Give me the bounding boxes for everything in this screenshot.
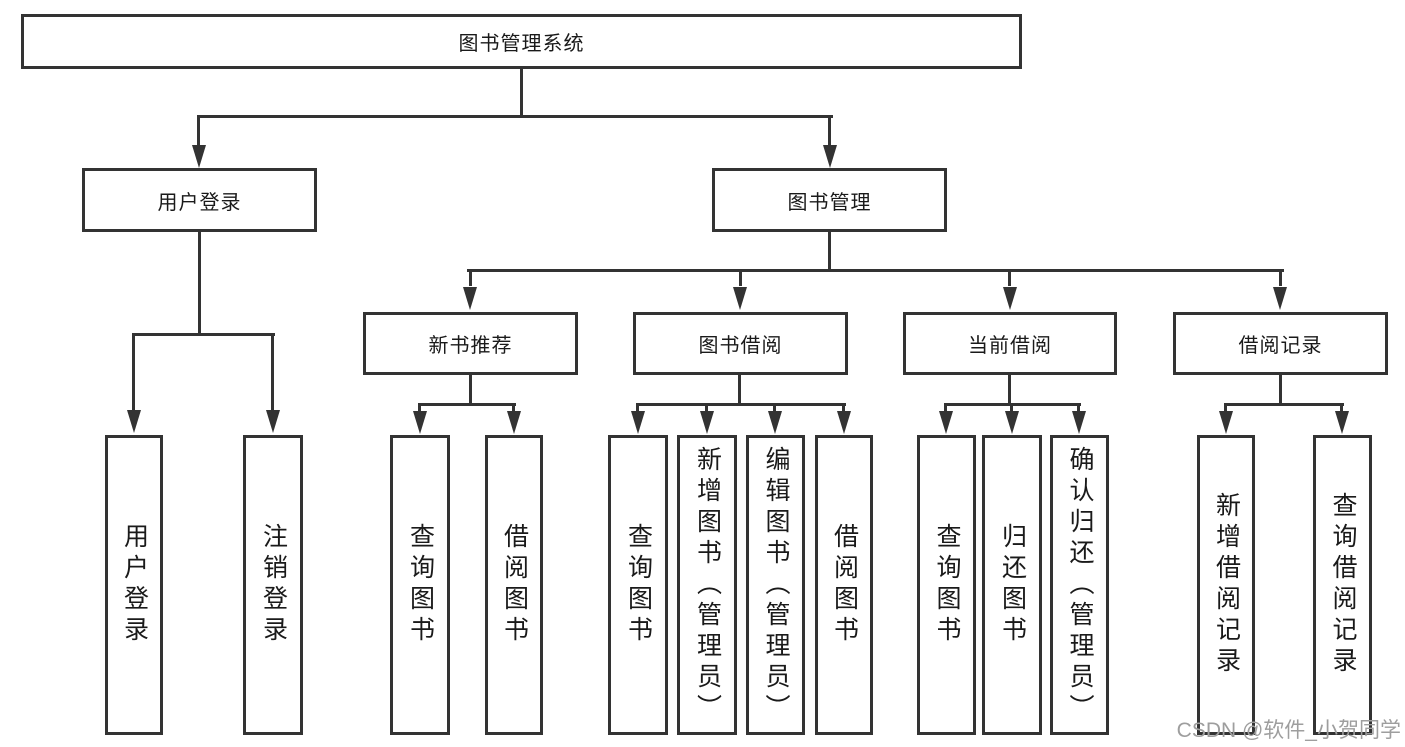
connector-drop-currentborrow bbox=[1008, 272, 1011, 286]
arrowhead-to-book-mgmt bbox=[823, 145, 837, 168]
node-book-borrow: 图书借阅 bbox=[633, 312, 848, 375]
leaf-user-login-label: 用户登录 bbox=[120, 523, 149, 647]
connector-newbook-drop-1 bbox=[418, 406, 421, 412]
connector-bookmgmt-stem bbox=[828, 232, 831, 272]
connector-root-right-drop bbox=[828, 118, 831, 146]
leaf-rec-query-books-label: 查询图书 bbox=[406, 523, 435, 647]
leaf-bb-edit-books-admin: 编辑图书（管理员） bbox=[746, 435, 805, 735]
node-user-login: 用户登录 bbox=[82, 168, 317, 232]
arrowhead-currentborrow-return bbox=[1005, 411, 1019, 434]
arrowhead-bookborrow-add bbox=[700, 411, 714, 434]
leaf-br-query-record-label: 查询借阅记录 bbox=[1329, 492, 1357, 678]
leaf-rec-borrow-books: 借阅图书 bbox=[485, 435, 543, 735]
node-current-borrow: 当前借阅 bbox=[903, 312, 1117, 375]
leaf-rec-query-books: 查询图书 bbox=[390, 435, 450, 735]
connector-newbook-rail bbox=[418, 403, 516, 406]
arrowhead-to-user-login bbox=[192, 145, 206, 168]
connector-newbook-stem bbox=[469, 375, 472, 406]
arrowhead-to-borrowrecord bbox=[1273, 287, 1287, 310]
connector-userlogin-left-drop bbox=[132, 336, 135, 410]
node-borrow-record-label: 借阅记录 bbox=[1238, 335, 1323, 357]
connector-root-stem bbox=[520, 69, 523, 117]
connector-bookborrow-rail bbox=[636, 403, 846, 406]
connector-userlogin-rail bbox=[132, 333, 275, 336]
arrowhead-bookborrow-edit bbox=[768, 411, 782, 434]
connector-currentborrow-drop-3 bbox=[1077, 406, 1080, 412]
connector-borrowrecord-drop-1 bbox=[1224, 406, 1227, 412]
leaf-logout-label: 注销登录 bbox=[259, 523, 288, 647]
connector-newbook-drop-2 bbox=[512, 406, 515, 412]
leaf-bb-borrow-books: 借阅图书 bbox=[815, 435, 873, 735]
connector-borrowrecord-stem bbox=[1279, 375, 1282, 406]
connector-userlogin-stem bbox=[198, 232, 201, 336]
arrowhead-newbook-query bbox=[413, 411, 427, 434]
connector-bookborrow-drop-2 bbox=[705, 406, 708, 412]
leaf-br-add-record-label: 新增借阅记录 bbox=[1212, 492, 1241, 678]
connector-bookborrow-stem bbox=[738, 375, 741, 406]
connector-bookmgmt-rail bbox=[467, 269, 1284, 272]
connector-drop-bookborrow bbox=[739, 272, 742, 286]
leaf-cb-confirm-return-admin: 确认归还（管理员） bbox=[1050, 435, 1109, 735]
leaf-bb-borrow-books-label: 借阅图书 bbox=[830, 523, 859, 647]
arrowhead-to-currentborrow bbox=[1003, 287, 1017, 310]
leaf-cb-confirm-return-admin-label: 确认归还（管理员） bbox=[1066, 445, 1094, 725]
leaf-logout: 注销登录 bbox=[243, 435, 303, 735]
leaf-bb-query-books: 查询图书 bbox=[608, 435, 668, 735]
arrowhead-newbook-borrow bbox=[507, 411, 521, 434]
arrowhead-currentborrow-query bbox=[939, 411, 953, 434]
connector-borrowrecord-rail bbox=[1224, 403, 1344, 406]
arrowhead-to-leaf-logout bbox=[266, 410, 280, 433]
arrowhead-currentborrow-confirm bbox=[1072, 411, 1086, 434]
leaf-cb-query-books: 查询图书 bbox=[917, 435, 976, 735]
arrowhead-bookborrow-borrow bbox=[837, 411, 851, 434]
node-borrow-record: 借阅记录 bbox=[1173, 312, 1388, 375]
leaf-cb-return-books-label: 归还图书 bbox=[998, 523, 1027, 647]
connector-currentborrow-drop-1 bbox=[944, 406, 947, 412]
leaf-bb-query-books-label: 查询图书 bbox=[624, 523, 653, 647]
node-root-label: 图书管理系统 bbox=[458, 33, 585, 55]
node-user-login-label: 用户登录 bbox=[157, 191, 242, 214]
connector-borrowrecord-drop-2 bbox=[1340, 406, 1343, 412]
connector-bookborrow-drop-3 bbox=[773, 406, 776, 412]
arrowhead-borrowrecord-query bbox=[1335, 411, 1349, 434]
arrowhead-to-newbook bbox=[463, 287, 477, 310]
node-book-mgmt: 图书管理 bbox=[712, 168, 947, 232]
connector-drop-borrowrecord bbox=[1279, 272, 1282, 286]
node-new-book-rec: 新书推荐 bbox=[363, 312, 578, 375]
leaf-br-add-record: 新增借阅记录 bbox=[1197, 435, 1255, 735]
arrowhead-to-bookborrow bbox=[733, 287, 747, 310]
connector-bookborrow-drop-1 bbox=[636, 406, 639, 412]
node-book-mgmt-label: 图书管理 bbox=[787, 191, 872, 214]
arrowhead-borrowrecord-add bbox=[1219, 411, 1233, 434]
connector-root-rail bbox=[197, 115, 833, 118]
leaf-bb-add-books-admin-label: 新增图书（管理员） bbox=[693, 445, 722, 725]
connector-root-left-drop bbox=[197, 118, 200, 146]
node-current-borrow-label: 当前借阅 bbox=[968, 335, 1052, 357]
connector-currentborrow-drop-2 bbox=[1010, 406, 1013, 412]
node-book-borrow-label: 图书借阅 bbox=[698, 335, 783, 357]
csdn-watermark: CSDN @软件_小贺同学 bbox=[1176, 719, 1401, 742]
arrowhead-bookborrow-query bbox=[631, 411, 645, 434]
leaf-user-login: 用户登录 bbox=[105, 435, 163, 735]
connector-drop-newbook bbox=[469, 272, 472, 286]
leaf-rec-borrow-books-label: 借阅图书 bbox=[500, 523, 529, 647]
connector-userlogin-right-drop bbox=[271, 336, 274, 410]
connector-bookborrow-drop-4 bbox=[842, 406, 845, 412]
leaf-bb-edit-books-admin-label: 编辑图书（管理员） bbox=[762, 445, 790, 725]
leaf-br-query-record: 查询借阅记录 bbox=[1313, 435, 1372, 735]
leaf-bb-add-books-admin: 新增图书（管理员） bbox=[677, 435, 737, 735]
connector-currentborrow-stem bbox=[1008, 375, 1011, 406]
arrowhead-to-leaf-login bbox=[127, 410, 141, 433]
node-new-book-rec-label: 新书推荐 bbox=[428, 335, 513, 357]
leaf-cb-return-books: 归还图书 bbox=[982, 435, 1042, 735]
leaf-cb-query-books-label: 查询图书 bbox=[933, 523, 961, 647]
connector-currentborrow-rail bbox=[944, 403, 1081, 406]
node-root: 图书管理系统 bbox=[21, 14, 1022, 69]
